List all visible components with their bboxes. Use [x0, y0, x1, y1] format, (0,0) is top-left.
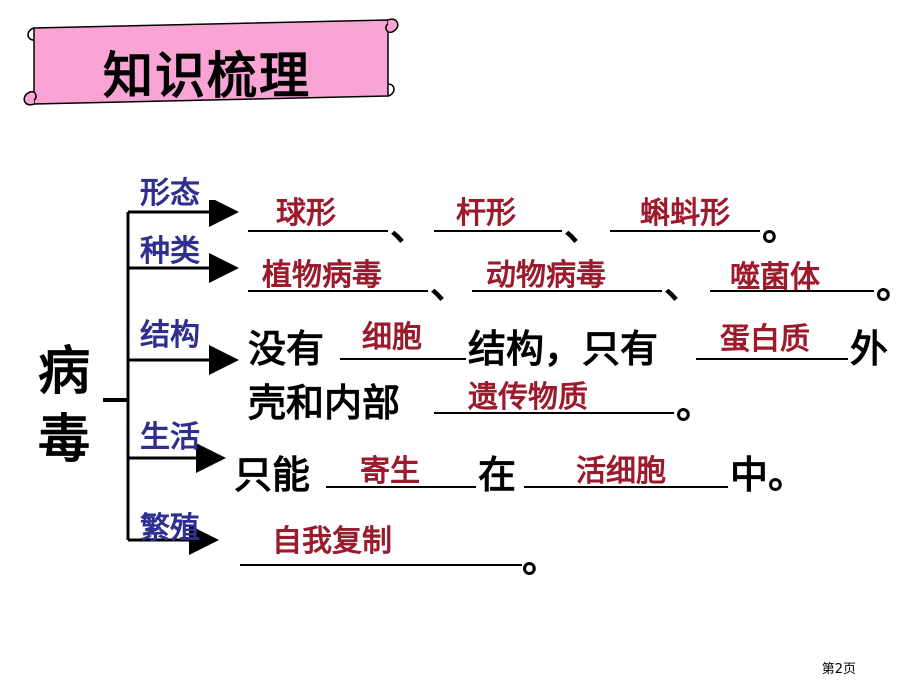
period: 。 [876, 263, 915, 307]
period: 。 [522, 537, 561, 581]
answer-phage: 噬菌体 [730, 260, 820, 295]
blank-line [434, 412, 674, 414]
answer-tadpole: 蝌蚪形 [640, 196, 730, 231]
text-only-can: 只能 [234, 453, 311, 497]
blank-line [434, 230, 562, 232]
separator: 、 [390, 205, 429, 249]
period: 。 [762, 205, 801, 249]
answer-sphere: 球形 [276, 196, 336, 231]
blank-line [340, 358, 466, 360]
period: 。 [676, 383, 715, 427]
text-in: 在 [478, 453, 517, 497]
bracket-arrows [103, 200, 239, 555]
answer-plant-virus: 植物病毒 [262, 258, 382, 293]
text-shell-inner: 壳和内部 [248, 381, 401, 425]
label-repro: 繁殖 [140, 511, 200, 546]
page-title: 知识梳理 [103, 47, 311, 105]
blank-line [524, 486, 728, 488]
blank-line [326, 486, 476, 488]
blank-line [240, 564, 522, 566]
label-structure: 结构 [140, 318, 200, 353]
answer-cell: 细胞 [362, 320, 422, 355]
answer-self-replication: 自我复制 [272, 524, 392, 559]
label-life: 生活 [140, 420, 200, 455]
text-structure-only: 结构，只有 [468, 327, 659, 371]
answer-living-cell: 活细胞 [576, 454, 666, 489]
subject-virus: 病毒 [37, 342, 90, 470]
separator: 、 [664, 263, 703, 307]
blank-line [610, 230, 760, 232]
label-kind: 种类 [140, 234, 200, 269]
title-scroll [23, 18, 399, 106]
answer-parasitic: 寄生 [360, 454, 420, 489]
text-no: 没有 [248, 327, 325, 371]
blank-line [248, 230, 388, 232]
page-number: 第2页 [821, 662, 856, 677]
text-middle: 中。 [730, 453, 807, 497]
answer-genetic-material: 遗传物质 [468, 380, 588, 415]
separator: 、 [430, 263, 469, 307]
text-outer: 外 [850, 327, 889, 371]
answer-rod: 杆形 [456, 196, 516, 231]
answer-protein: 蛋白质 [720, 322, 810, 357]
blank-line [472, 290, 662, 292]
separator: 、 [564, 205, 603, 249]
blank-line [248, 290, 428, 292]
label-shape: 形态 [140, 176, 200, 211]
blank-line [710, 290, 874, 292]
blank-line [696, 358, 848, 360]
answer-animal-virus: 动物病毒 [486, 258, 606, 293]
